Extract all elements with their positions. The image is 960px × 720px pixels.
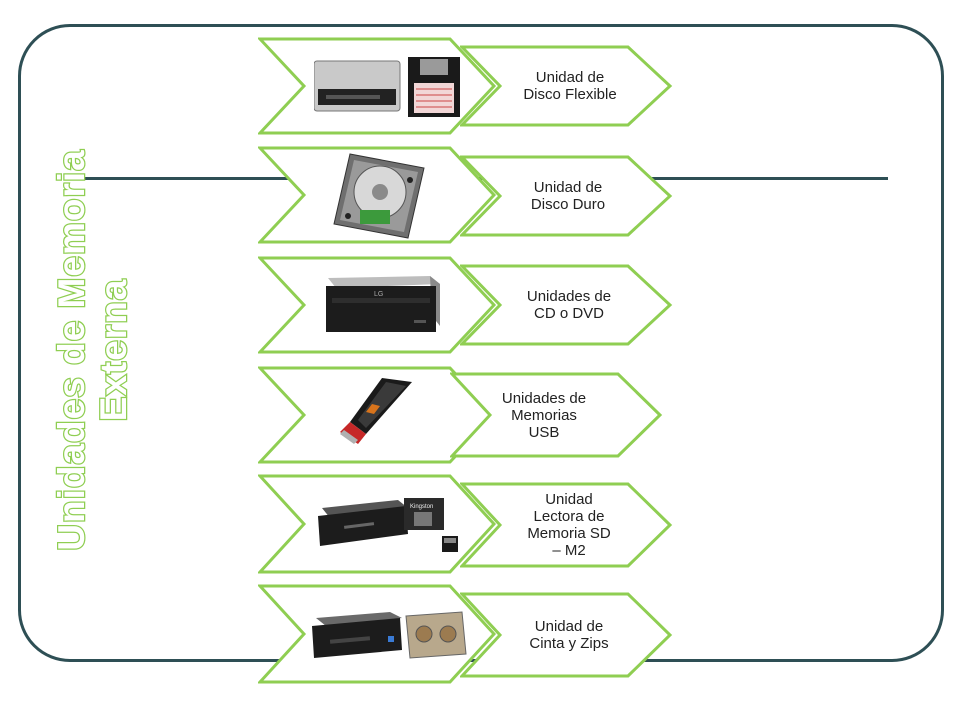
card-reader-icon: Kingston <box>314 494 474 567</box>
label-chevron: Unidad de Disco Duro <box>460 155 674 237</box>
dvd-brand-logo: LG <box>374 291 383 298</box>
item-label: Unidades de CD o DVD <box>526 288 612 322</box>
vertical-title: Unidades de Memoria Externa <box>50 148 136 552</box>
item-label: Unidad Lectora de Memoria SD – M2 <box>527 491 611 559</box>
tape-and-zip-drive-icon <box>310 610 470 667</box>
label-chevron: Unidades de Memorias USB <box>450 372 664 458</box>
title-line-2: Externa <box>93 279 134 422</box>
item-label: Unidad de Cinta y Zips <box>529 618 609 652</box>
kingston-brand-logo: Kingston <box>410 504 433 510</box>
item-label: Unidad de Disco Duro <box>530 179 606 213</box>
label-chevron: Unidades de CD o DVD <box>460 264 674 346</box>
dvd-drive-icon: LG <box>322 276 442 343</box>
floppy-drive-and-disk-icon <box>313 55 464 125</box>
title-line-1: Unidades de Memoria <box>51 149 92 550</box>
hard-drive-icon <box>330 150 426 247</box>
label-chevron: Unidad Lectora de Memoria SD – M2 <box>460 482 674 568</box>
label-chevron: Unidad de Cinta y Zips <box>460 592 674 678</box>
item-label: Unidades de Memorias USB <box>501 389 587 441</box>
usb-drive-icon <box>336 374 416 451</box>
item-label: Unidad de Disco Flexible <box>523 69 617 103</box>
label-chevron: Unidad de Disco Flexible <box>460 45 674 127</box>
